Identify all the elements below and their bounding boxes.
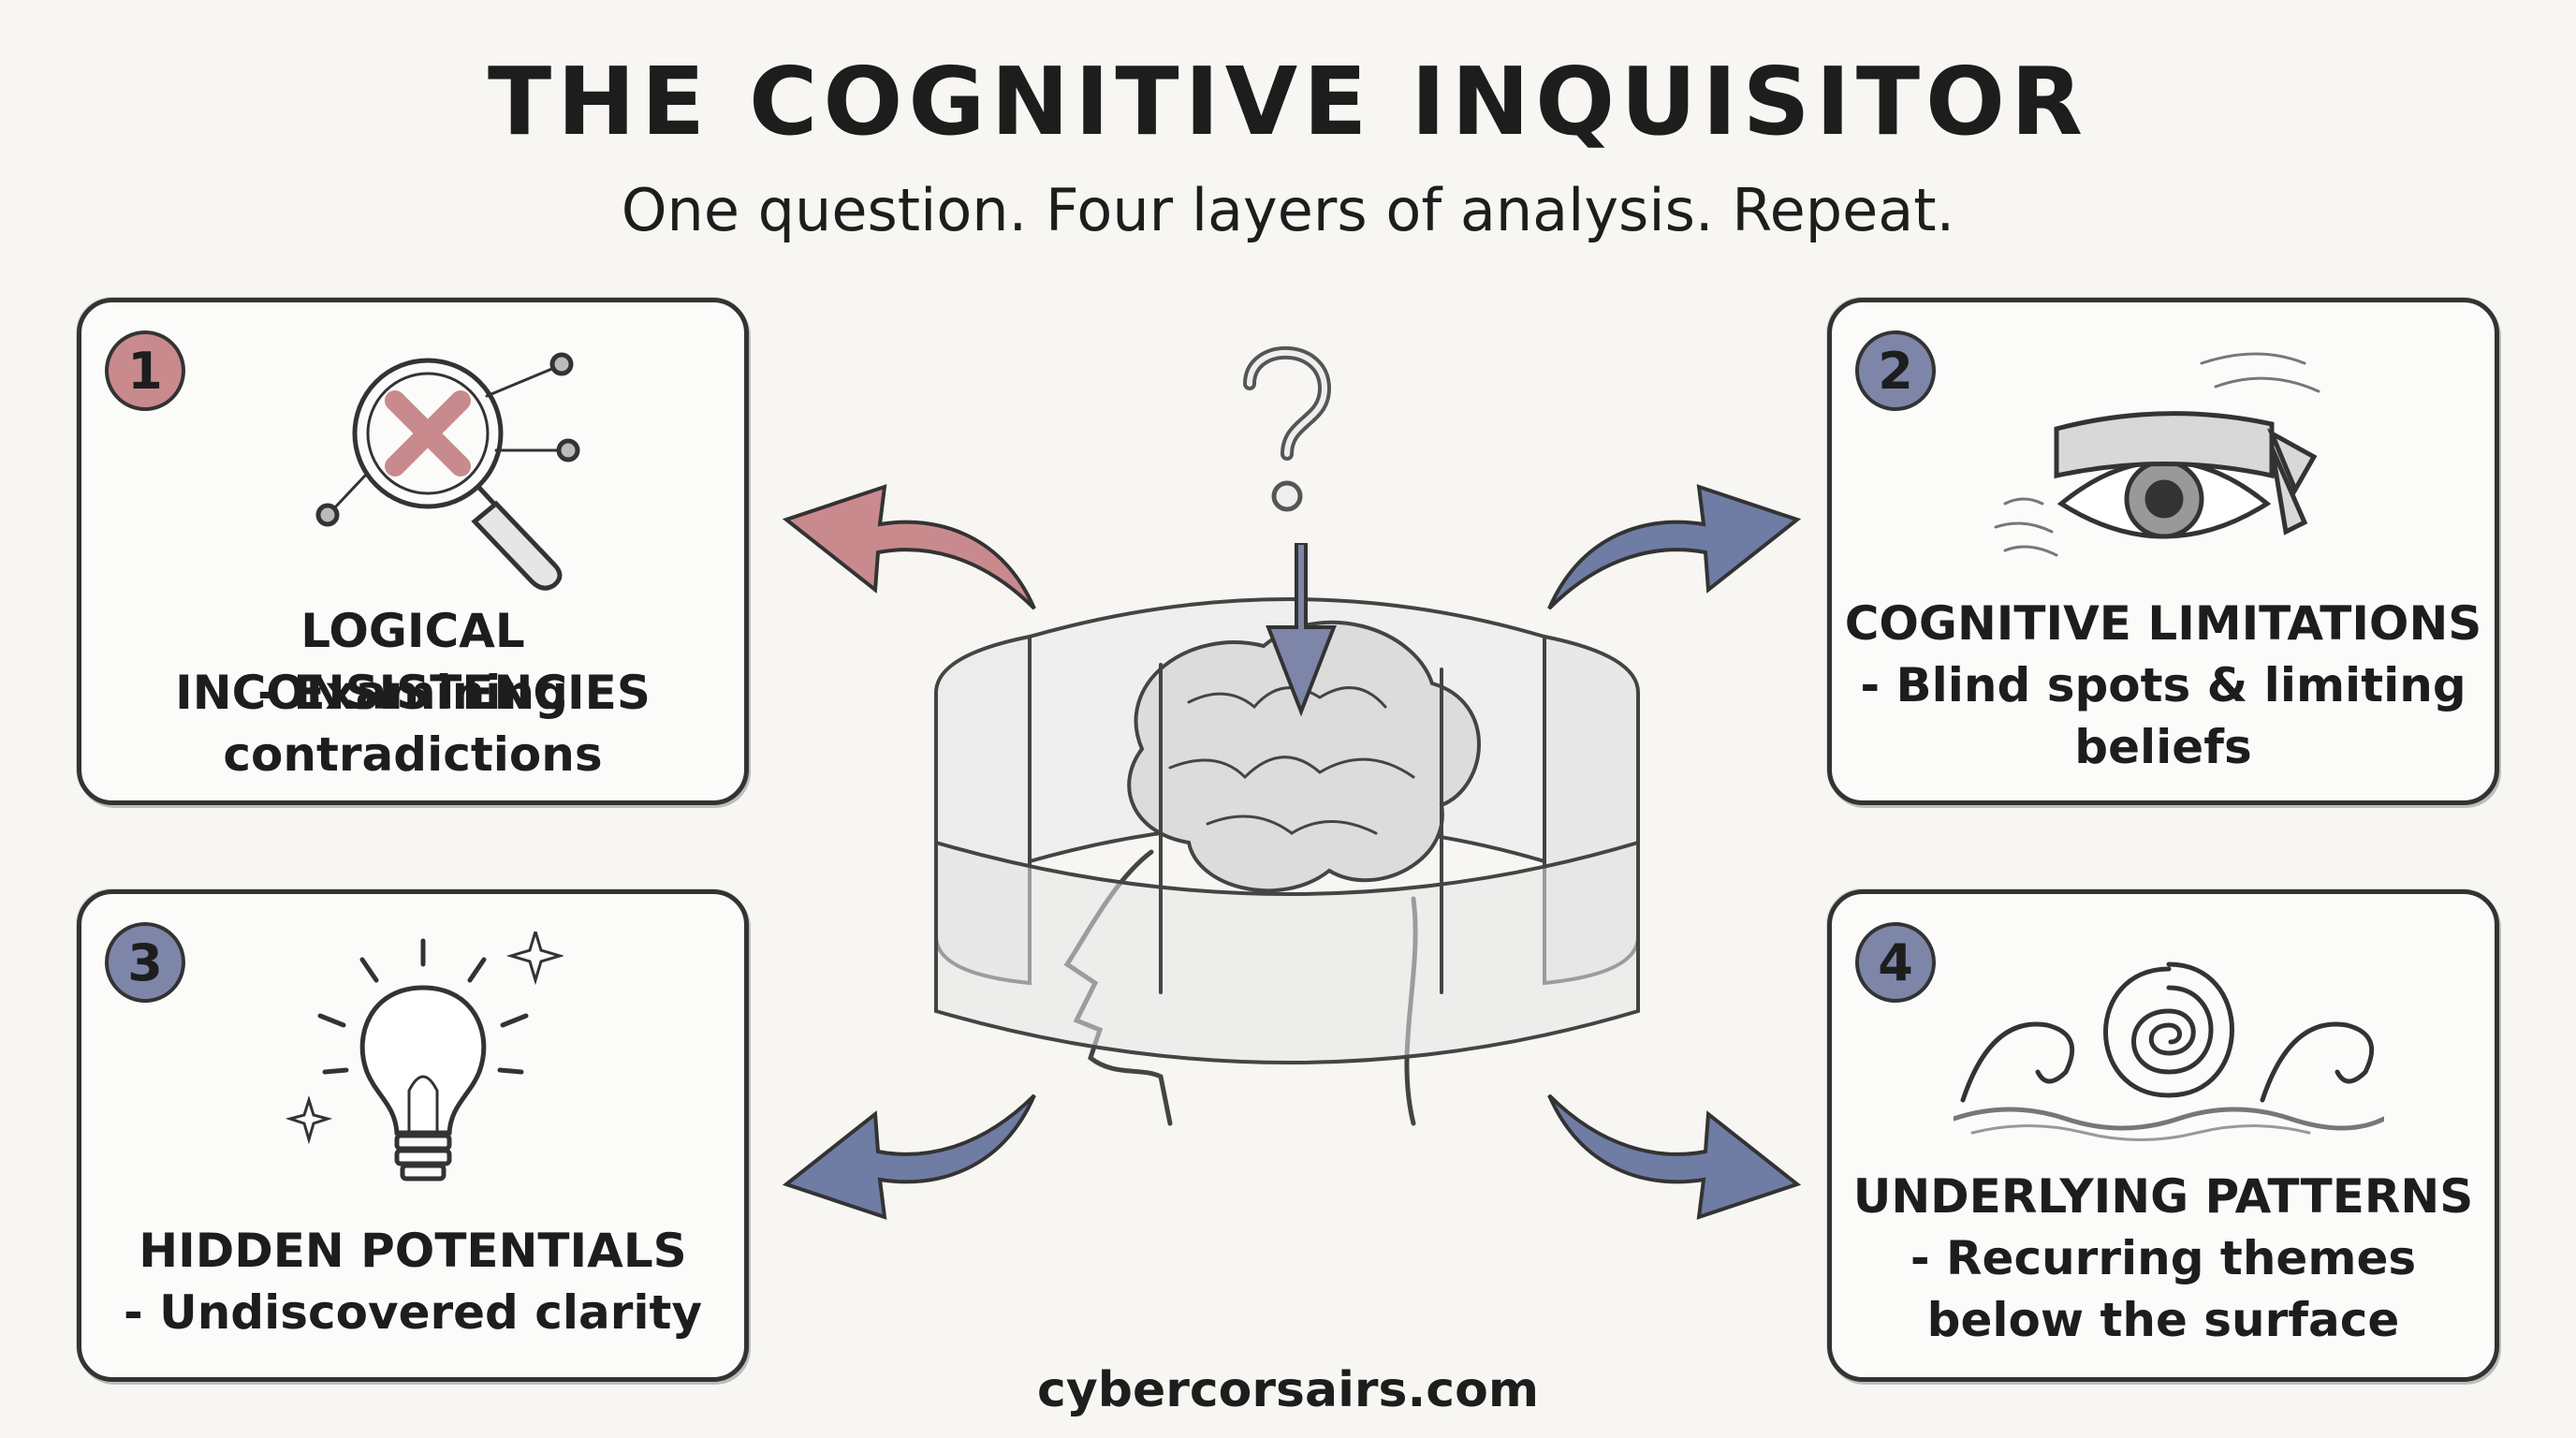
blindfolded-eye-icon — [1986, 335, 2342, 579]
card-underlying-patterns: 4 UNDERLYING PATTERNS - Recurring themes… — [1827, 889, 2499, 1382]
card-description: - Recurring themes — [1910, 1231, 2417, 1285]
card-logical-inconsistencies: 1 LOGICAL INCONSISTENCIES - Examining co… — [77, 298, 749, 805]
head-brain-layers-icon — [927, 543, 1657, 1142]
card-title: COGNITIVE LIMITATIONS — [1844, 596, 2482, 651]
card-hidden-potentials: 3 HIDDEN POTENTIALS - Undiscovered clari — [77, 889, 749, 1382]
question-mark-icon — [1226, 332, 1348, 520]
badge-number: 2 — [1855, 330, 1936, 411]
card-description: - Blind spots & limiting — [1860, 658, 2466, 712]
page-title: THE COGNITIVE INQUISITOR — [487, 47, 2089, 156]
badge-number: 3 — [105, 922, 185, 1003]
arrow-to-card-3-icon — [777, 1086, 1039, 1255]
page-subtitle: One question. Four layers of analysis. R… — [621, 176, 1955, 244]
badge-number: 4 — [1855, 922, 1936, 1003]
arrow-to-card-2-icon — [1544, 449, 1807, 618]
arrow-to-card-1-icon — [777, 449, 1039, 618]
card-description: - Examining contradictions — [223, 666, 603, 782]
footer-url: cybercorsairs.com — [1037, 1362, 1539, 1418]
card-title: HIDDEN POTENTIALS — [139, 1224, 687, 1278]
card-description: - Undiscovered clarity — [123, 1285, 703, 1340]
badge-number: 1 — [105, 330, 185, 411]
card-title: UNDERLYING PATTERNS — [1852, 1169, 2474, 1224]
lightbulb-icon — [283, 932, 564, 1203]
magnifier-x-icon — [292, 321, 610, 593]
spiral-waves-icon — [1954, 932, 2384, 1147]
arrow-to-card-4-icon — [1544, 1086, 1807, 1255]
card-description-line2: beliefs — [2074, 720, 2252, 774]
card-title: LOGICAL INCONSISTENCIES — [175, 604, 651, 720]
card-cognitive-limitations: 2 COGNITIVE LIMITATIONS - Blind spots & … — [1827, 298, 2499, 805]
card-description-line2: below the surface — [1926, 1293, 2400, 1347]
